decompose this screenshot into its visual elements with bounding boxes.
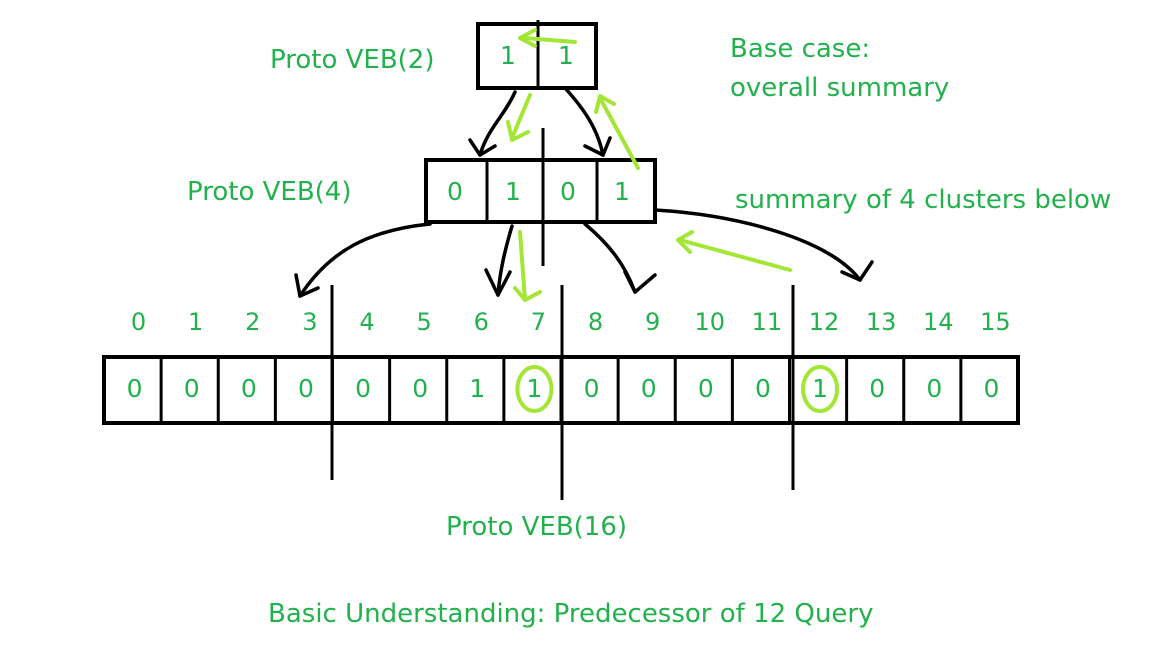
index-label: 1 xyxy=(188,308,203,336)
black-arrow xyxy=(583,222,637,294)
black-arrow xyxy=(496,224,514,297)
green-arrow xyxy=(518,230,527,302)
proto-veb-16-cell: 0 xyxy=(584,374,600,403)
index-label: 5 xyxy=(417,308,432,336)
proto-veb-16-cell: 0 xyxy=(184,374,200,403)
index-label: 8 xyxy=(588,308,603,336)
green-arrow xyxy=(510,93,532,140)
index-label: 10 xyxy=(695,308,726,336)
proto-veb-16-cell: 0 xyxy=(641,374,657,403)
caption: Basic Understanding: Predecessor of 12 Q… xyxy=(268,599,873,629)
black-arrowhead xyxy=(840,260,874,282)
green-arrowhead xyxy=(594,94,616,114)
proto-veb-4-cell: 0 xyxy=(447,177,463,206)
proto-veb-4-cell: 1 xyxy=(505,177,521,206)
black-arrow xyxy=(653,208,862,282)
green-arrowhead xyxy=(513,286,542,302)
green-arrowhead xyxy=(506,120,530,142)
proto-veb-16-cell: 0 xyxy=(298,374,314,403)
index-label: 9 xyxy=(645,308,660,336)
index-label: 4 xyxy=(359,308,374,336)
index-label: 0 xyxy=(131,308,146,336)
proto-veb-2-cell: 1 xyxy=(500,41,516,70)
proto-veb-16-cell: 1 xyxy=(812,374,828,403)
proto-veb-16-cell: 0 xyxy=(355,374,371,403)
black-arrowhead xyxy=(623,270,657,294)
green-arrow xyxy=(523,36,577,44)
green-arrowhead xyxy=(676,230,694,254)
index-label: 12 xyxy=(809,308,840,336)
proto-veb-16-cell: 0 xyxy=(698,374,714,403)
proto-veb-16-cell: 1 xyxy=(469,374,485,403)
proto-veb-4-cell: 1 xyxy=(614,177,630,206)
index-label: 15 xyxy=(980,308,1011,336)
proto-veb-16-cell: 0 xyxy=(127,374,143,403)
black-arrow xyxy=(298,222,432,298)
proto-veb-16-cell: 0 xyxy=(926,374,942,403)
summary-note-label: summary of 4 clusters below xyxy=(735,185,1111,215)
query-path-arrows xyxy=(506,28,792,302)
green-arrow xyxy=(678,238,792,272)
black-arrow xyxy=(478,90,517,157)
index-label: 6 xyxy=(474,308,489,336)
green-arrow xyxy=(598,96,640,170)
index-label: 3 xyxy=(302,308,317,336)
proto-veb-4-cell: 0 xyxy=(560,177,576,206)
index-label: 2 xyxy=(245,308,260,336)
proto-veb-16-cell: 0 xyxy=(241,374,257,403)
proto-veb-2-cell: 1 xyxy=(558,41,574,70)
black-arrowhead xyxy=(294,273,320,298)
proto-veb-16-cell: 0 xyxy=(869,374,885,403)
proto-veb-4-array: 0 1 0 1 xyxy=(424,128,657,266)
proto-veb-2-label: Proto VEB(2) xyxy=(270,45,435,75)
highlight-circle xyxy=(515,365,554,413)
proto-veb-16-cell: 0 xyxy=(412,374,428,403)
black-arrowhead xyxy=(468,138,497,157)
overall-summary-label: overall summary xyxy=(730,73,949,103)
proto-veb-4-label: Proto VEB(4) xyxy=(187,177,352,207)
black-arrowhead xyxy=(583,136,612,157)
base-case-label: Base case: xyxy=(730,34,870,64)
proto-veb-16-cell: 1 xyxy=(526,374,542,403)
proto-veb-16-label: Proto VEB(16) xyxy=(446,512,627,542)
highlight-circle xyxy=(801,365,840,413)
index-label: 14 xyxy=(923,308,954,336)
structure-arrows xyxy=(294,86,874,298)
index-label: 13 xyxy=(866,308,897,336)
proto-veb-16-cell: 0 xyxy=(755,374,771,403)
black-arrow xyxy=(563,86,605,157)
black-arrowhead xyxy=(484,268,512,297)
green-arrowhead xyxy=(518,28,537,48)
proto-veb-16-cell: 0 xyxy=(983,374,999,403)
index-label: 7 xyxy=(531,308,546,336)
proto-veb-4-frame xyxy=(424,158,657,224)
index-label: 11 xyxy=(752,308,783,336)
